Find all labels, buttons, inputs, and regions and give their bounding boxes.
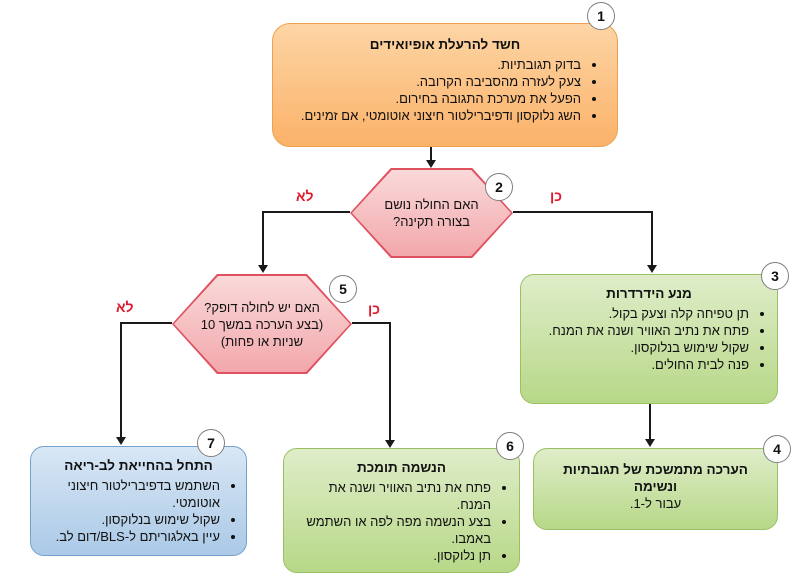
node-1-title: חשד להרעלת אופיואידים <box>369 37 521 52</box>
node-7-start-cpr: התחל בהחייאת לב-ריאה השתמש בדפיברילטור ח… <box>30 446 247 556</box>
step-number-2-value: 2 <box>495 179 503 195</box>
connector-5-yes-vertical <box>389 322 391 442</box>
node-4-ongoing-assessment: הערכה מתמשכת של תגובתיות ונשימה עבור ל-1… <box>533 448 778 530</box>
step-number-4-value: 4 <box>773 441 781 457</box>
decision-5-line-3: שניות או פחות) <box>220 333 304 349</box>
arrowhead-2-to-3 <box>647 265 657 273</box>
bullet: בצע הנשמה מפה לפה או השתמש באמבו. <box>292 513 491 547</box>
step-number-3-value: 3 <box>771 268 779 284</box>
node-4-title: הערכה מתמשכת של תגובתיות ונשימה <box>563 462 748 494</box>
node-3-title: מנע הידרדרות <box>606 286 692 301</box>
branch-label-yes-5: כן <box>368 301 380 317</box>
bullet: שקול שימוש בנלוקסון. <box>37 511 220 528</box>
arrowhead-3-to-4 <box>645 439 655 447</box>
decision-5-line-2: (בצע הערכה במשך 10 <box>200 316 324 332</box>
arrowhead-2-to-5 <box>258 265 268 273</box>
node-4-goto-text: עבור ל-1. <box>629 496 682 511</box>
step-number-7: 7 <box>197 429 225 457</box>
step-number-7-value: 7 <box>207 435 215 451</box>
branch-label-no-2: לא <box>296 188 314 204</box>
bullet: תן נלוקסון. <box>292 547 491 564</box>
node-7-title: התחל בהחייאת לב-ריאה <box>64 458 213 473</box>
arrowhead-1-to-2 <box>426 160 436 168</box>
connector-3-to-4 <box>649 404 651 441</box>
bullet: השתמש בדפיברילטור חיצוני אוטומטי. <box>37 477 221 511</box>
node-1-bullets: בדוק תגובתיות. צעק לעזרה מהסביבה הקרובה.… <box>273 56 617 124</box>
node-6-rescue-breathing: הנשמה תומכת פתח את נתיב האוויר ושנה את ה… <box>283 448 520 573</box>
connector-2-no-vertical <box>262 211 264 267</box>
connector-1-to-2 <box>430 147 432 161</box>
bullet: השג נלוקסון ודפיברילטור חיצוני אוטומטי, … <box>283 107 581 124</box>
bullet: פתח את נתיב האוויר ושנה את המנח. <box>529 322 749 339</box>
connector-2-no-horizontal <box>262 211 350 213</box>
bullet: פתח את נתיב האוויר ושנה את המנח. <box>292 479 491 513</box>
decision-2-line-1: האם החולה נושם <box>384 197 479 212</box>
node-7-bullets: השתמש בדפיברילטור חיצוני אוטומטי. שקול ש… <box>31 477 246 545</box>
branch-label-no-5: לא <box>116 299 134 315</box>
node-6-title: הנשמה תומכת <box>357 460 446 475</box>
arrowhead-5-to-7 <box>116 437 126 445</box>
step-number-6-value: 6 <box>506 438 514 454</box>
node-3-bullets: תן טפיחה קלה וצעק בקול. פתח את נתיב האוו… <box>521 305 777 373</box>
decision-5-has-pulse: האם יש לחולה דופק? (בצע הערכה במשך 10 שנ… <box>172 274 352 374</box>
decision-5-question: האם יש לחולה דופק? (בצע הערכה במשך 10 שנ… <box>172 274 352 374</box>
node-3-prevent-deterioration: מנע הידרדרות תן טפיחה קלה וצעק בקול. פתח… <box>520 274 778 404</box>
step-number-1: 1 <box>587 2 615 30</box>
step-number-2: 2 <box>485 173 513 201</box>
bullet: הפעל את מערכת התגובה בחירום. <box>283 90 581 107</box>
bullet: תן טפיחה קלה וצעק בקול. <box>529 305 749 322</box>
connector-2-yes-vertical <box>651 211 653 267</box>
connector-5-yes-horizontal <box>352 322 391 324</box>
bullet: שקול שימוש בנלוקסון. <box>529 339 749 356</box>
bullet: עיין באלגוריתם ל-BLS/דום לב. <box>37 528 220 545</box>
arrowhead-5-to-6 <box>385 440 395 448</box>
step-number-5-value: 5 <box>339 281 347 297</box>
step-number-6: 6 <box>496 432 524 460</box>
bullet: צעק לעזרה מהסביבה הקרובה. <box>283 73 581 90</box>
decision-2-question: האם החולה נושם בצורה תקינה? <box>350 168 513 258</box>
decision-2-line-2: בצורה תקינה? <box>393 214 470 229</box>
connector-5-no-horizontal <box>120 322 172 324</box>
bullet: בדוק תגובתיות. <box>283 56 581 73</box>
branch-label-yes-2: כן <box>550 188 562 204</box>
node-1-suspected-opioid-poisoning: חשד להרעלת אופיואידים בדוק תגובתיות. צעק… <box>272 23 618 147</box>
node-6-bullets: פתח את נתיב האוויר ושנה את המנח. בצע הנש… <box>284 479 519 564</box>
step-number-4: 4 <box>763 435 791 463</box>
connector-5-no-vertical <box>120 322 122 439</box>
decision-5-line-1: האם יש לחולה דופק? <box>204 299 320 315</box>
connector-2-yes-horizontal <box>513 211 653 213</box>
step-number-3: 3 <box>761 262 789 290</box>
step-number-5: 5 <box>329 275 357 303</box>
step-number-1-value: 1 <box>597 8 605 24</box>
bullet: פנה לבית החולים. <box>529 356 749 373</box>
